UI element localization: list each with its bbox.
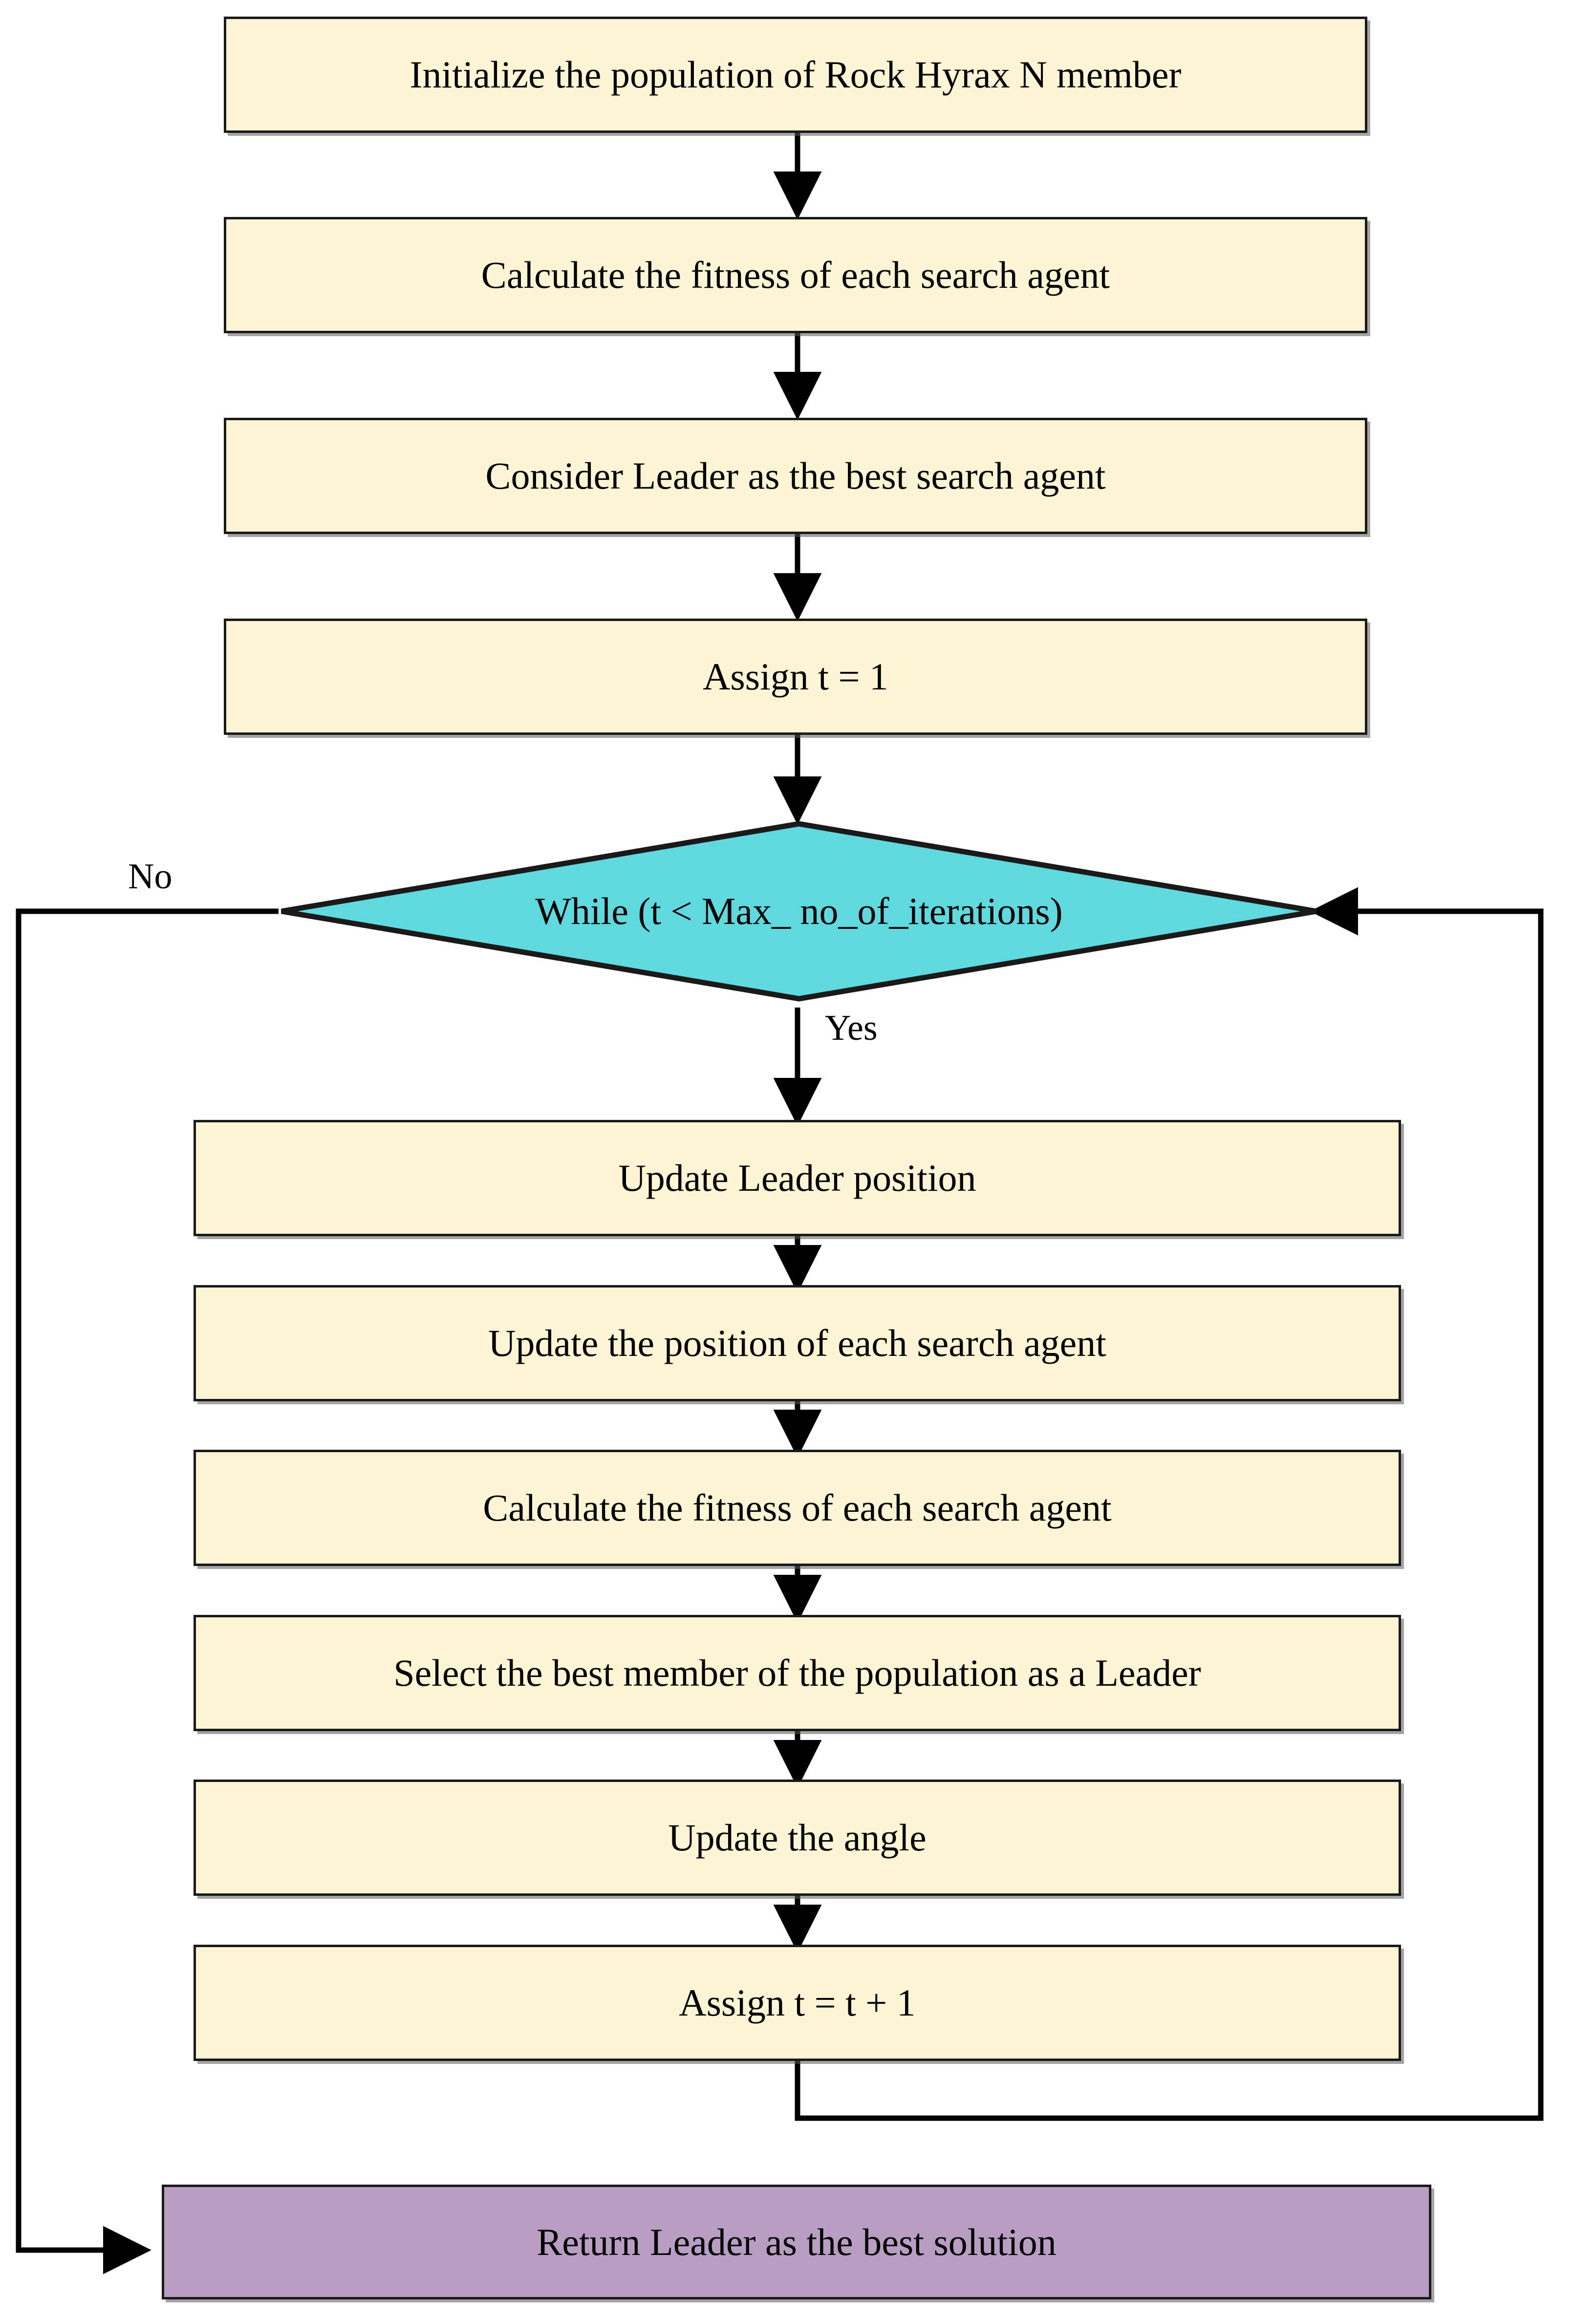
node-label: Assign t = 1 (703, 655, 888, 698)
node-calculate-fitness-1[interactable]: Calculate the fitness of each search age… (224, 217, 1367, 333)
node-label: Initialize the population of Rock Hyrax … (410, 53, 1182, 96)
node-assign-t-increment[interactable]: Assign t = t + 1 (194, 1945, 1401, 2061)
node-label: Update the position of each search agent (488, 1322, 1106, 1365)
edge-label-no: No (128, 857, 173, 897)
node-label: Calculate the fitness of each search age… (481, 254, 1110, 297)
node-label: Update Leader position (618, 1157, 976, 1200)
node-select-best-member[interactable]: Select the best member of the population… (194, 1615, 1401, 1731)
node-calculate-fitness-2[interactable]: Calculate the fitness of each search age… (194, 1450, 1401, 1566)
node-update-leader-position[interactable]: Update Leader position (194, 1120, 1401, 1236)
node-label: Calculate the fitness of each search age… (483, 1486, 1112, 1529)
node-label: While (t < Max_ no_of_iterations) (535, 890, 1063, 932)
node-label: Return Leader as the best solution (537, 2220, 1057, 2263)
node-assign-t-1[interactable]: Assign t = 1 (224, 619, 1367, 735)
decision-diamond-shape (281, 821, 1317, 1002)
node-while-decision[interactable]: While (t < Max_ no_of_iterations) (279, 821, 1319, 1002)
node-update-agent-positions[interactable]: Update the position of each search agent (194, 1285, 1401, 1401)
node-initialize-population[interactable]: Initialize the population of Rock Hyrax … (224, 17, 1367, 133)
node-return-leader[interactable]: Return Leader as the best solution (162, 2185, 1431, 2299)
node-update-angle[interactable]: Update the angle (194, 1780, 1401, 1896)
node-label: Update the angle (668, 1816, 927, 1859)
node-label: Select the best member of the population… (393, 1652, 1201, 1695)
node-consider-leader[interactable]: Consider Leader as the best search agent (224, 418, 1367, 534)
node-label: Assign t = t + 1 (679, 1981, 916, 2024)
edge-label-yes: Yes (825, 1008, 878, 1048)
node-label: Consider Leader as the best search agent (485, 454, 1106, 497)
